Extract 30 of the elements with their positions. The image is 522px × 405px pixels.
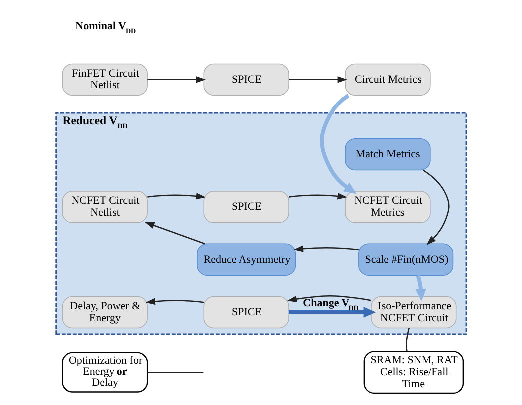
arrow [293, 246, 358, 252]
node-box: Delay, Power & Energy [62, 296, 148, 329]
arrow [145, 298, 204, 306]
node-box: Circuit Metrics [344, 64, 430, 96]
edge-label: Change V$_{DD}$ [302, 297, 358, 312]
arrow [147, 76, 206, 84]
node-box: Scale #Fin(nMOS) [358, 244, 454, 276]
node-box: NCFET Circuit Netlist [62, 191, 148, 224]
node-box: SPICE [203, 64, 289, 96]
node-box: Optimization for Energy or Delay [62, 352, 148, 393]
connector [147, 372, 204, 374]
node-box: SPICE [203, 191, 289, 224]
node-box: SPICE [203, 296, 289, 329]
arrow [144, 222, 205, 245]
label: Nominal V$_{DD}$ [75, 20, 136, 36]
arrow [320, 94, 356, 194]
node-box: Reduce Asymmetry [196, 244, 296, 276]
node-box: SRAM: SNM, RAT Cells: Rise/Fall Time [363, 351, 464, 394]
arrow [288, 307, 376, 318]
node-box: FinFET Circuit Netlist [62, 64, 148, 96]
arrow [288, 193, 347, 200]
arrow [286, 296, 371, 303]
arrow [288, 76, 347, 84]
node-box: Iso-Performance NCFET Circuit [370, 296, 456, 329]
arrow [415, 275, 426, 302]
arrow [422, 170, 450, 246]
node-box: NCFET Circuit Metrics [344, 191, 430, 224]
connector [406, 328, 410, 352]
node-box: Match Metrics [344, 138, 430, 171]
arrow [147, 193, 206, 200]
